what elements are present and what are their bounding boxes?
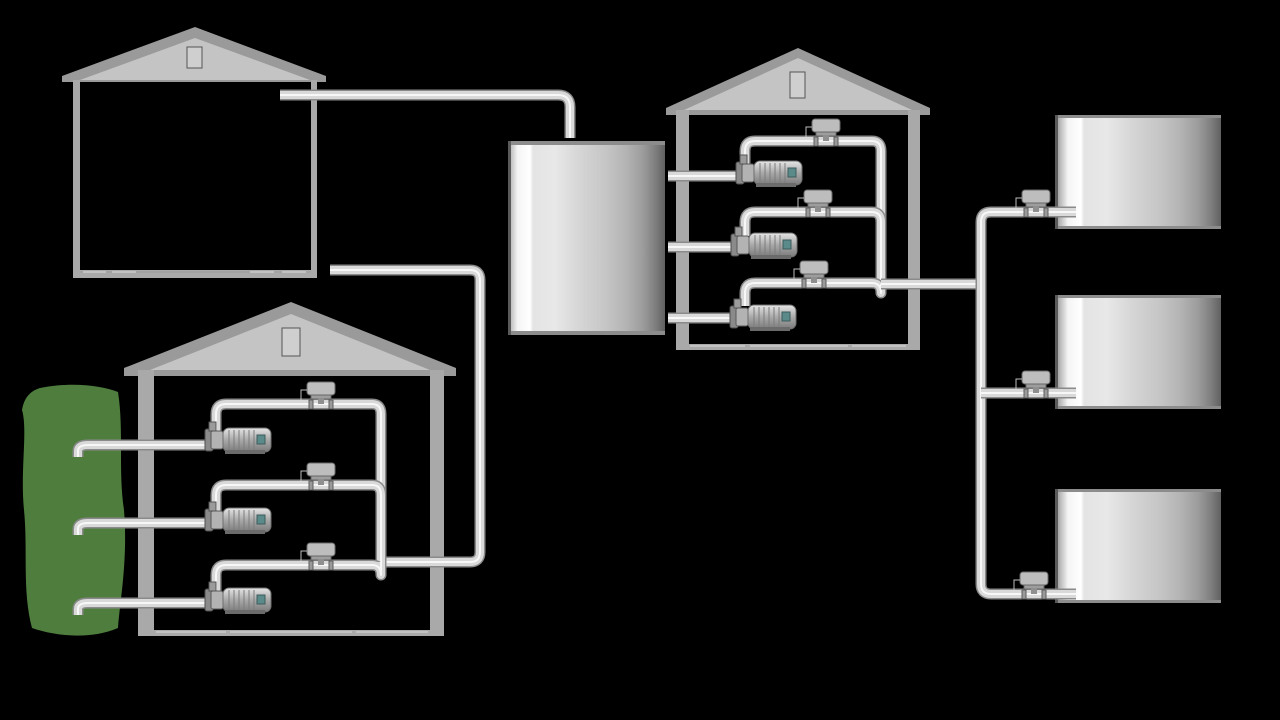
pipe-intake-suction-2	[72, 517, 205, 535]
tank-1	[1055, 115, 1221, 229]
pipe-booster-discharge-2	[739, 206, 887, 284]
building-storage	[62, 27, 326, 278]
building-intake-pumphouse	[124, 302, 456, 636]
building-booster-pumphouse	[666, 48, 930, 350]
main-tank	[508, 141, 665, 335]
intake-pump-3	[204, 581, 272, 614]
tank-valve-1	[1015, 189, 1051, 218]
tank-3	[1055, 489, 1221, 603]
pipe-booster-discharge-3	[739, 277, 887, 306]
booster-valve-1	[805, 118, 841, 147]
pipe-distribution-riser	[975, 222, 1076, 600]
tank-valve-2	[1015, 370, 1051, 399]
pipe-intake-discharge-1	[210, 398, 387, 562]
booster-valve-3	[793, 260, 829, 289]
pipe-network	[72, 89, 1076, 615]
pipe-storage-to-main-tank	[280, 89, 576, 138]
pipe-intake-suction-1	[72, 439, 205, 457]
intake-valve-3	[300, 542, 336, 571]
valve-group	[300, 118, 1051, 600]
pump-group	[204, 154, 803, 614]
pipe-intake-discharge-2	[210, 479, 387, 562]
booster-pump-3	[729, 298, 797, 331]
roof-vent	[281, 327, 301, 357]
tank-valve-3	[1013, 571, 1049, 600]
tank-2	[1055, 295, 1221, 409]
roof-vent	[186, 46, 203, 69]
intake-valve-1	[300, 381, 336, 410]
pipe-intake-suction-3	[72, 597, 205, 615]
booster-valve-2	[797, 189, 833, 218]
roof-vent	[789, 71, 806, 99]
pipe-to-tank-1	[975, 206, 1076, 223]
intake-valve-2	[300, 462, 336, 491]
booster-pump-1	[735, 154, 803, 187]
pipe-intake-discharge-3	[210, 559, 387, 592]
booster-pump-2	[730, 226, 798, 259]
intake-pump-1	[204, 421, 272, 454]
pipe-intake-riser	[330, 264, 486, 568]
intake-pump-2	[204, 501, 272, 534]
